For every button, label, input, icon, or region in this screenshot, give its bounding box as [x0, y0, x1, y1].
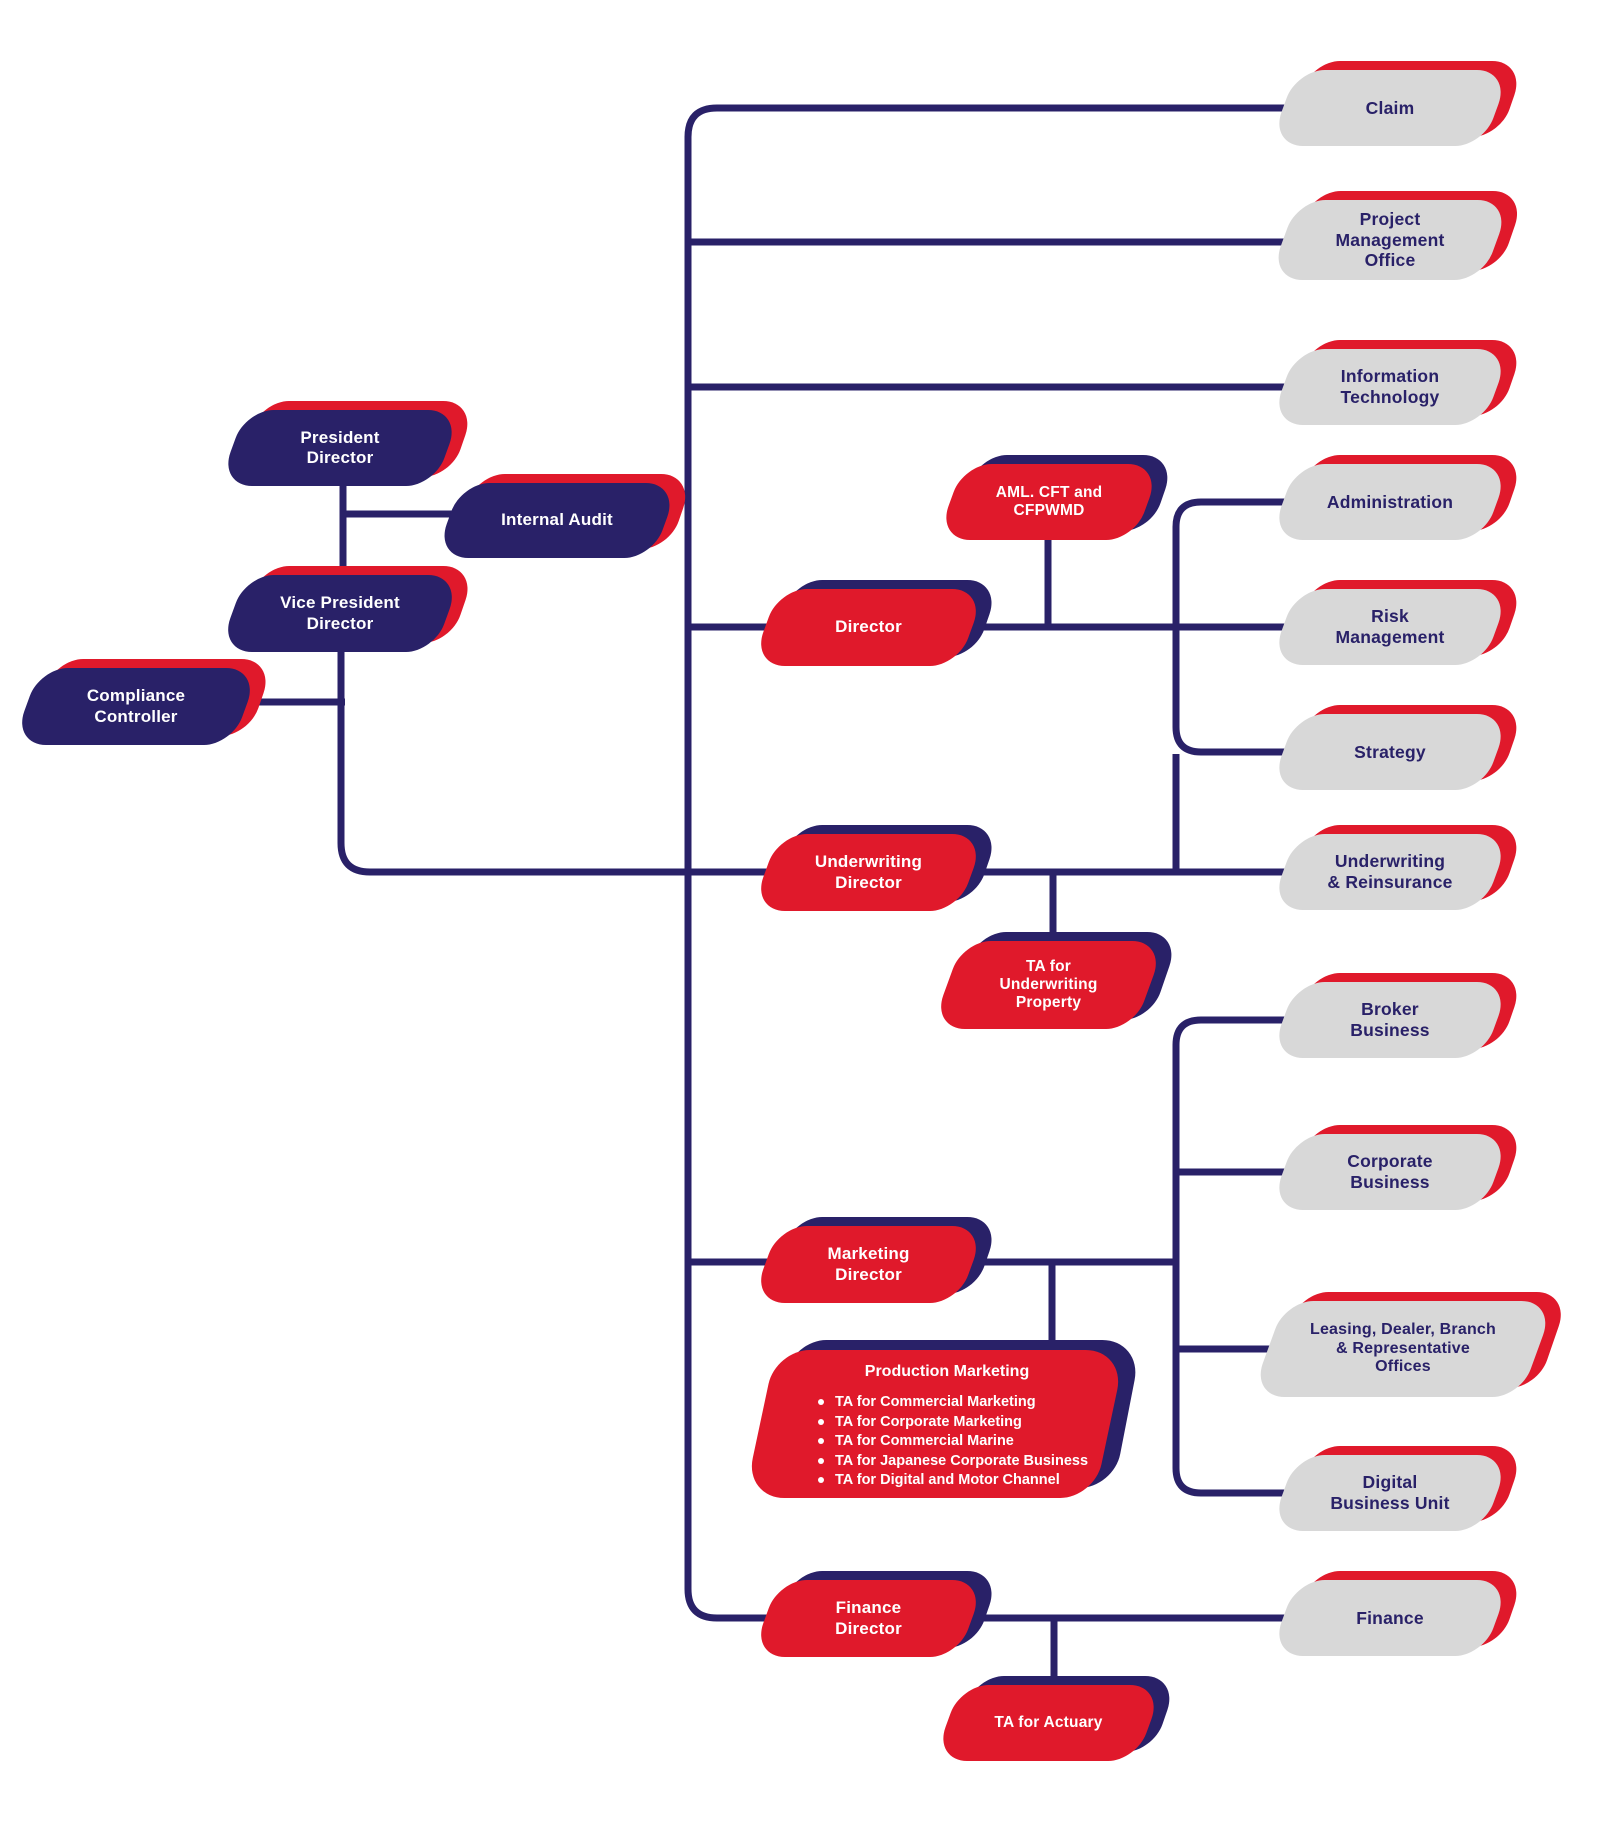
- node-leasing-dealer-branch-offices: Leasing, Dealer, Branch & Representative…: [1250, 1292, 1571, 1397]
- node-ta-underwriting-property-label: TA for Underwriting Property: [999, 957, 1098, 1012]
- node-marketing-director: Marketing Director: [750, 1217, 1002, 1303]
- node-aml-cft-cfpwmd: AML. CFT and CFPWMD: [936, 455, 1178, 540]
- node-information-technology-label: Information Technology: [1340, 366, 1440, 407]
- node-internal-audit: Internal Audit: [434, 474, 695, 558]
- production-marketing-content: Production Marketing TA for Commercial M…: [760, 1350, 1110, 1498]
- production-marketing-item: TA for Corporate Marketing: [812, 1414, 1092, 1430]
- bullet-dot-icon: [818, 1477, 824, 1483]
- node-underwriting-director: Underwriting Director: [750, 825, 1002, 911]
- production-marketing-item-label: TA for Commercial Marketing: [835, 1394, 1036, 1410]
- node-finance: Finance: [1269, 1571, 1527, 1656]
- connector-bracket-director-group: [1172, 498, 1293, 756]
- node-information-technology: Information Technology: [1269, 340, 1527, 425]
- production-marketing-item: TA for Commercial Marine: [812, 1433, 1092, 1449]
- bullet-dot-icon: [818, 1418, 824, 1425]
- production-marketing-item: TA for Digital and Motor Channel: [812, 1472, 1092, 1488]
- node-strategy-label: Strategy: [1354, 741, 1426, 762]
- node-ta-underwriting-property: TA for Underwriting Property: [930, 932, 1182, 1029]
- node-corporate-business-label: Corporate Business: [1347, 1151, 1433, 1192]
- node-strategy: Strategy: [1269, 705, 1527, 790]
- node-production-marketing: Production Marketing TA for Commercial M…: [744, 1340, 1143, 1498]
- node-claim-label: Claim: [1365, 97, 1415, 118]
- production-marketing-list: TA for Commercial Marketing TA for Corpor…: [812, 1394, 1092, 1488]
- node-project-management-office: Project Management Office: [1268, 191, 1527, 280]
- node-administration: Administration: [1269, 455, 1527, 540]
- node-compliance-controller-label: Compliance Controller: [86, 686, 186, 726]
- node-digital-business-unit-label: Digital Business Unit: [1330, 1472, 1450, 1513]
- node-underwriting-reinsurance-label: Underwriting & Reinsurance: [1327, 851, 1453, 892]
- node-underwriting-director-label: Underwriting Director: [814, 852, 923, 892]
- node-risk-management-label: Risk Management: [1335, 606, 1445, 647]
- node-broker-business: Broker Business: [1269, 973, 1527, 1058]
- production-marketing-item-label: TA for Commercial Marine: [835, 1433, 1014, 1449]
- node-ta-actuary: TA for Actuary: [933, 1676, 1180, 1761]
- node-project-management-office-label: Project Management Office: [1335, 209, 1445, 271]
- node-director-label: Director: [835, 617, 902, 637]
- node-internal-audit-label: Internal Audit: [501, 510, 613, 530]
- bullet-dot-icon: [818, 1457, 824, 1464]
- production-marketing-item-label: TA for Digital and Motor Channel: [835, 1472, 1060, 1488]
- node-risk-management: Risk Management: [1269, 580, 1527, 665]
- node-ta-actuary-label: TA for Actuary: [994, 1713, 1103, 1731]
- bullet-dot-icon: [818, 1438, 824, 1444]
- node-finance-director: Finance Director: [750, 1571, 1002, 1657]
- connector-vp-underwriting: [337, 650, 1286, 876]
- production-marketing-title: Production Marketing: [864, 1363, 1030, 1380]
- node-claim: Claim: [1269, 61, 1527, 146]
- node-corporate-business: Corporate Business: [1269, 1125, 1527, 1210]
- production-marketing-item-label: TA for Corporate Marketing: [835, 1413, 1022, 1430]
- production-marketing-item: TA for Commercial Marketing: [812, 1394, 1092, 1410]
- node-finance-label: Finance: [1356, 1607, 1424, 1628]
- node-vice-president-director-label: Vice President Director: [280, 593, 400, 633]
- node-administration-label: Administration: [1326, 491, 1454, 512]
- production-marketing-item: TA for Japanese Corporate Business: [812, 1453, 1092, 1469]
- node-digital-business-unit: Digital Business Unit: [1269, 1446, 1527, 1531]
- bullet-dot-icon: [818, 1399, 824, 1405]
- node-finance-director-label: Finance Director: [835, 1598, 902, 1638]
- node-president-director-label: President Director: [300, 427, 380, 467]
- node-underwriting-reinsurance: Underwriting & Reinsurance: [1269, 825, 1527, 910]
- connector-bracket-marketing-group: [1172, 1016, 1289, 1497]
- connector-trunk-claim-finance: [684, 104, 1302, 1622]
- node-marketing-director-label: Marketing Director: [827, 1244, 910, 1284]
- node-director: Director: [750, 580, 1002, 666]
- production-marketing-item-label: TA for Japanese Corporate Business: [835, 1452, 1089, 1469]
- node-compliance-controller: Compliance Controller: [11, 659, 276, 745]
- node-president-director: President Director: [218, 401, 478, 486]
- node-aml-cft-cfpwmd-label: AML. CFT and CFPWMD: [995, 483, 1103, 519]
- node-broker-business-label: Broker Business: [1350, 999, 1430, 1040]
- node-vice-president-director: Vice President Director: [217, 566, 478, 652]
- node-leasing-dealer-branch-offices-label: Leasing, Dealer, Branch & Representative…: [1309, 1320, 1496, 1376]
